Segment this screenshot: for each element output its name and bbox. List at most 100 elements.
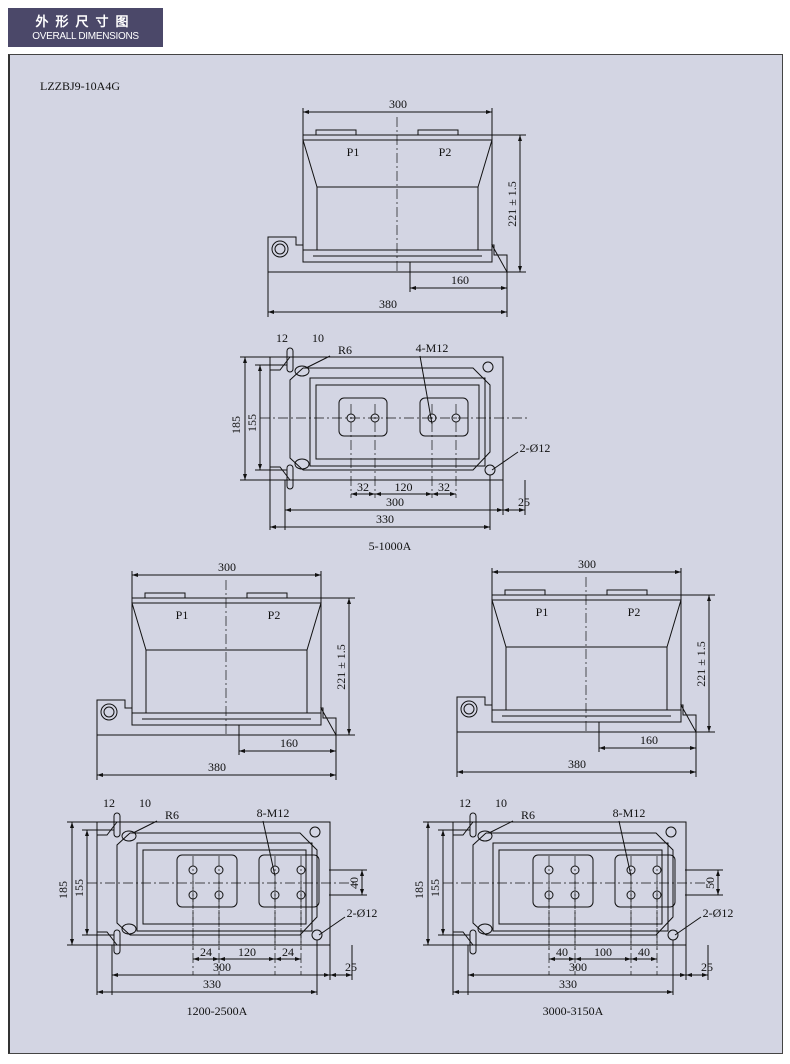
- inner-frame: [309, 377, 486, 467]
- height-dimension: 221 ± 1.5: [505, 181, 519, 227]
- slot-width-dimension: 12: [276, 331, 288, 345]
- baseplate-outline: [452, 821, 687, 946]
- mounting-hole: [271, 240, 289, 258]
- body-outline: [97, 821, 318, 946]
- inner-frame-2: [498, 849, 663, 925]
- base-dimension: 380: [208, 760, 226, 774]
- slot-hole: [477, 830, 493, 842]
- pitch-a-dimension: 24: [200, 945, 212, 959]
- slot-hole: [121, 923, 137, 935]
- arrowhead: [503, 508, 525, 512]
- terminal-pad-p1: [532, 854, 594, 908]
- hole-spec-label: 2-Ø12: [520, 441, 551, 455]
- slot: [286, 347, 294, 373]
- height-155-dimension: 155: [72, 879, 86, 897]
- arrowhead: [631, 957, 657, 961]
- body-bevel: [491, 599, 682, 648]
- height-185-dimension: 185: [412, 881, 426, 899]
- mounting-hole: [484, 464, 496, 476]
- hole-spec-label: 2-Ø12: [347, 906, 378, 920]
- line: [132, 820, 158, 834]
- terminal-pad-p2: [258, 854, 320, 908]
- bolt-spec-label: 8-M12: [257, 806, 290, 820]
- header-title-cn: 外形尺寸图: [35, 15, 136, 30]
- arrowhead: [716, 870, 720, 895]
- edge-25-dimension: 25: [701, 960, 713, 974]
- pitch-a-dimension: 32: [357, 480, 369, 494]
- width-dimension: 300: [389, 97, 407, 111]
- section-header: 外形尺寸图 OVERALL DIMENSIONS: [8, 8, 163, 47]
- height-155-dimension: 155: [245, 414, 259, 432]
- current-rating-caption: 1200-2500A: [187, 1004, 248, 1018]
- mounting-hole-inner: [103, 706, 115, 718]
- arrowhead: [549, 957, 575, 961]
- line: [305, 355, 331, 369]
- terminal-p1: [144, 592, 186, 599]
- width-dimension: 300: [218, 560, 236, 574]
- width-330-dimension: 330: [376, 512, 394, 526]
- arrowhead: [351, 492, 375, 496]
- mounting-base: [267, 236, 508, 274]
- line: [262, 820, 276, 877]
- terminal-p2: [417, 129, 459, 136]
- pitch-b-dimension: 40: [638, 945, 650, 959]
- edge-25-dimension: 25: [345, 960, 357, 974]
- terminal-label-p1: P1: [176, 608, 189, 622]
- width-330-dimension: 330: [203, 977, 221, 991]
- body-bevel: [302, 139, 493, 188]
- terminal-p1: [504, 589, 546, 596]
- arrowhead: [193, 957, 219, 961]
- terminal-label-p2: P2: [628, 605, 641, 619]
- arrowhead: [575, 957, 631, 961]
- line: [618, 820, 632, 877]
- base-dimension: 380: [379, 297, 397, 311]
- transformer-body: [302, 134, 493, 263]
- vertical-gap-dimension: 40: [347, 877, 361, 889]
- arrowhead: [360, 870, 364, 895]
- header-title-en: OVERALL DIMENSIONS: [32, 31, 139, 42]
- edge-25-dimension: 25: [518, 495, 530, 509]
- pitch-mid-dimension: 120: [238, 945, 256, 959]
- radius-label: R6: [338, 343, 352, 357]
- terminal-label-p2: P2: [439, 145, 452, 159]
- slot: [286, 464, 294, 490]
- terminal-pad-p2: [419, 397, 469, 437]
- pitch-mid-dimension: 100: [594, 945, 612, 959]
- pitch-b-dimension: 24: [282, 945, 294, 959]
- pitch-mid-dimension: 120: [395, 480, 413, 494]
- inner-frame: [136, 842, 313, 932]
- body-outline: [453, 821, 674, 946]
- slot-hole: [294, 458, 310, 470]
- line: [318, 916, 346, 936]
- terminal-p2: [606, 589, 648, 596]
- slot-offset-dimension: 10: [139, 796, 151, 810]
- current-rating-caption: 3000-3150A: [543, 1004, 604, 1018]
- vertical-gap-dimension: 50: [703, 877, 717, 889]
- inner-frame: [492, 842, 669, 932]
- body-outline: [270, 356, 491, 481]
- terminal-p1: [315, 129, 357, 136]
- transformer-body: [131, 597, 322, 726]
- terminal-pad-p2: [614, 854, 676, 908]
- width-330-dimension: 330: [559, 977, 577, 991]
- terminal-label-p1: P1: [536, 605, 549, 619]
- transformer-body: [491, 594, 682, 723]
- mounting-hole: [100, 703, 118, 721]
- arrowhead: [375, 492, 432, 496]
- line: [488, 820, 514, 834]
- line: [491, 451, 519, 471]
- width-dimension: 300: [578, 557, 596, 571]
- width-300-dimension: 300: [213, 960, 231, 974]
- baseplate-outline: [269, 356, 504, 481]
- radius-label: R6: [165, 808, 179, 822]
- mounting-hole: [665, 826, 677, 838]
- pitch-b-dimension: 32: [438, 480, 450, 494]
- terminal-pad-p1: [176, 854, 238, 908]
- inner-frame-2: [142, 849, 307, 925]
